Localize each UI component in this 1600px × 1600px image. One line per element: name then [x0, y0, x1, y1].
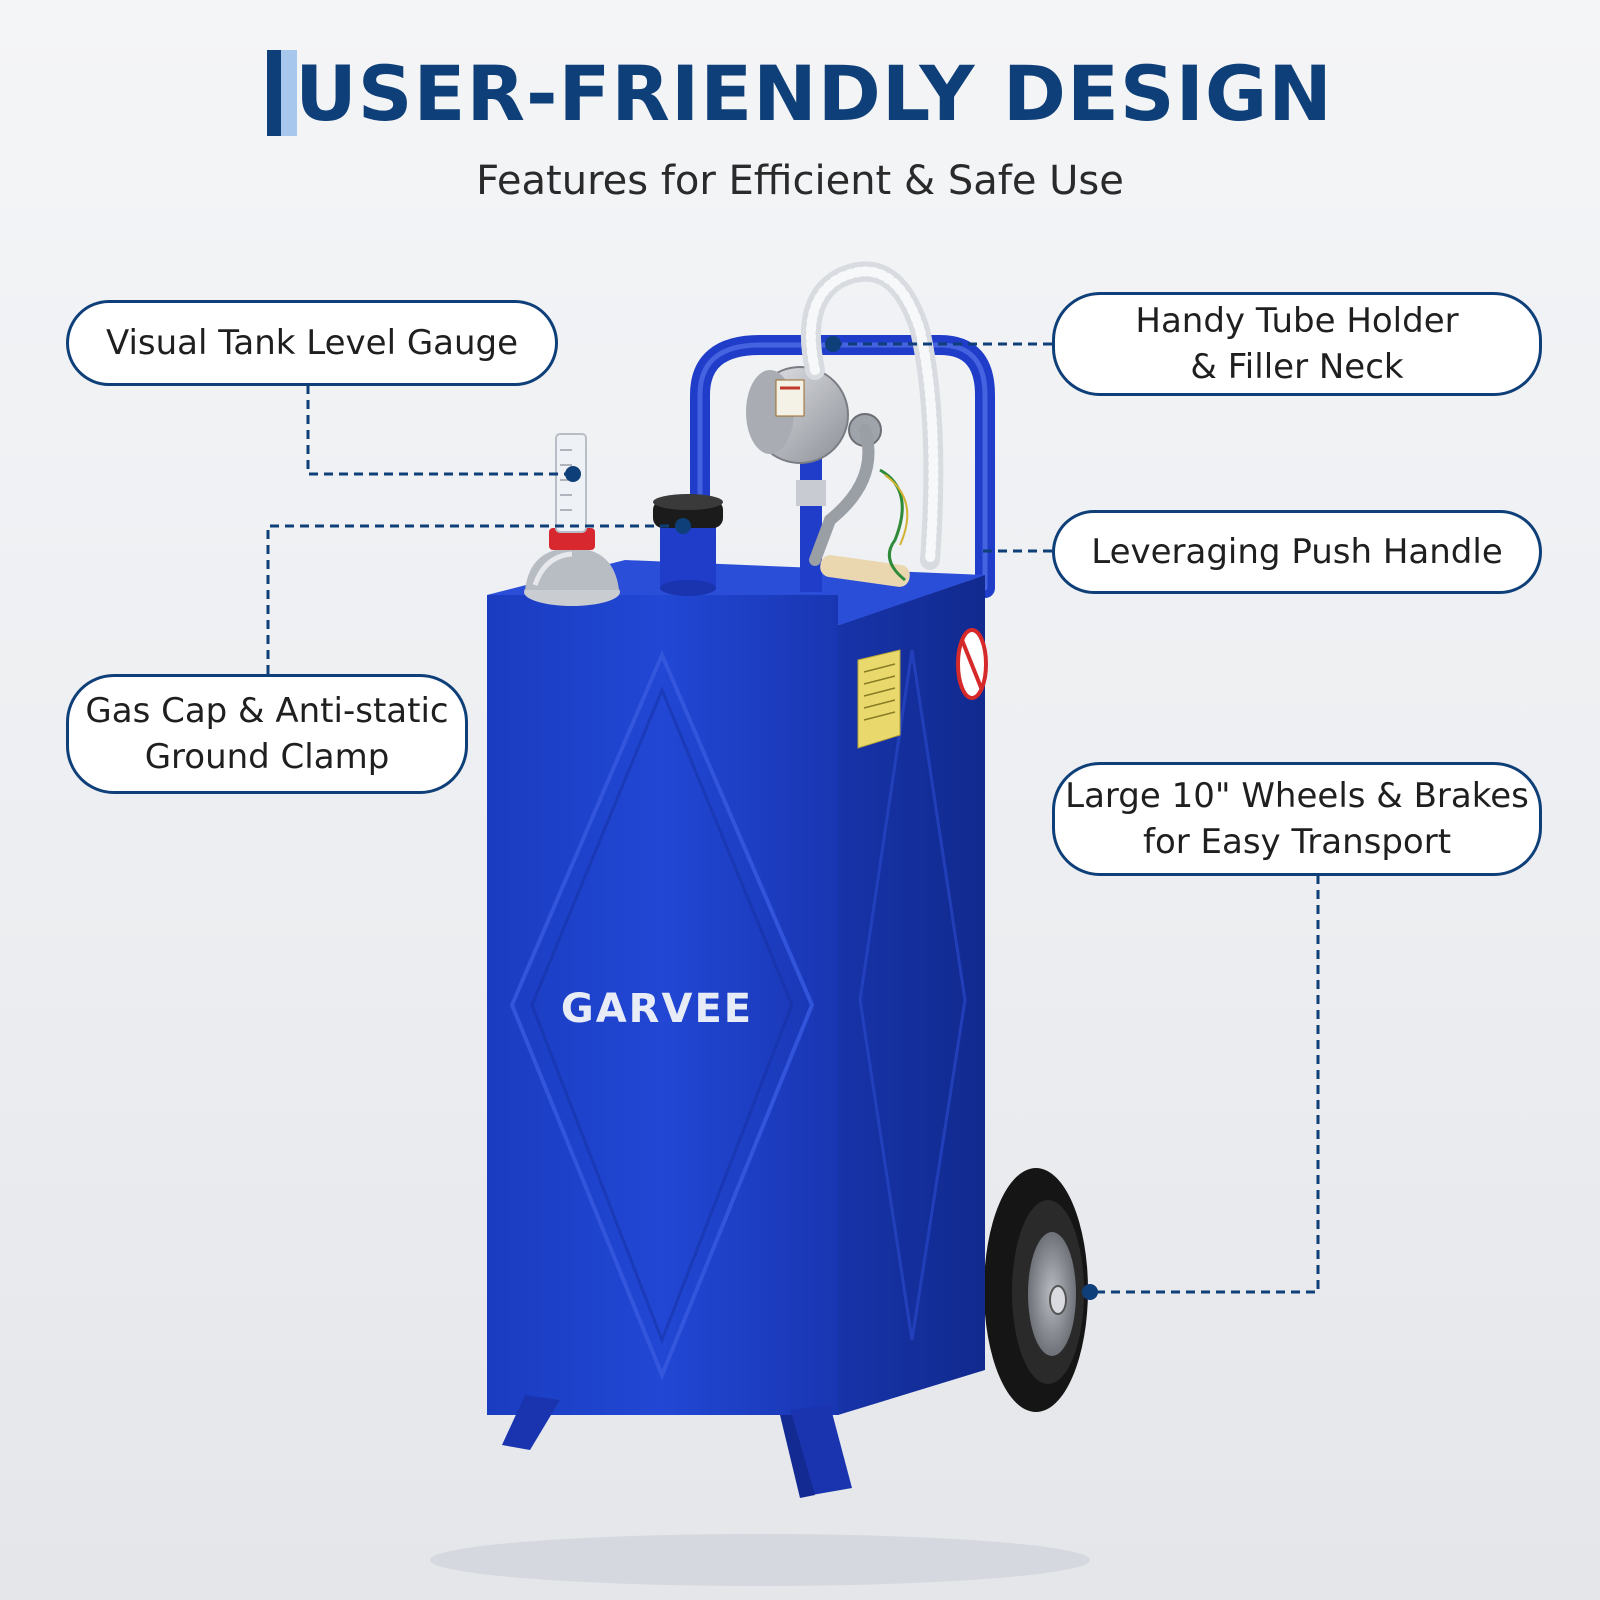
tank-front [487, 595, 838, 1415]
leader-lines [266, 342, 1320, 1294]
callout-text-line1: Handy Tube Holder [1135, 301, 1459, 341]
callout-text-line1: Gas Cap & Anti-static [85, 691, 449, 731]
header: USER-FRIENDLY DESIGN [0, 46, 1600, 142]
page-title: USER-FRIENDLY DESIGN [267, 46, 1333, 142]
callout-text: Visual Tank Level Gauge [105, 323, 519, 363]
gauge-base [549, 528, 595, 550]
brand-logo: GARVEE [561, 986, 753, 1032]
wheel [984, 1168, 1088, 1412]
tank-side [838, 575, 985, 1415]
callout-text-line1: Large 10" Wheels & Brakes [1065, 776, 1529, 816]
page-subtitle: Features for Efficient & Safe Use [476, 158, 1124, 204]
title-accent-bar-light [281, 50, 298, 136]
leader-dots [565, 336, 1098, 1300]
page-title-text: USER-FRIENDLY DESIGN [295, 49, 1333, 138]
callout-push-handle: Leveraging Push Handle [1052, 510, 1542, 594]
floor-shadow [430, 1534, 1090, 1586]
title-accent-bar [267, 50, 282, 136]
callout-text-line2: Ground Clamp [144, 737, 390, 777]
callout-visual-tank-gauge: Visual Tank Level Gauge [66, 300, 558, 386]
callout-gas-cap: Gas Cap & Anti-static Ground Clamp [66, 674, 468, 794]
tank-level-gauge [555, 433, 587, 533]
callout-tube-holder: Handy Tube Holder & Filler Neck [1052, 292, 1542, 396]
callout-text: Leveraging Push Handle [1091, 532, 1503, 572]
crank-handle [820, 555, 910, 587]
callout-text-line2: for Easy Transport [1142, 822, 1452, 862]
callout-text-line2: & Filler Neck [1190, 347, 1404, 387]
callout-wheels: Large 10" Wheels & Brakes for Easy Trans… [1052, 762, 1542, 876]
